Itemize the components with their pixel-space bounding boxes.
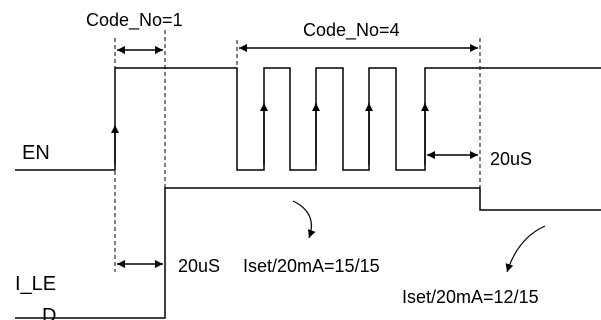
- en-rising-edge-arrows: [111, 103, 429, 165]
- iset-a-label: Iset/20mA=15/15: [243, 256, 380, 276]
- en-signal-label: EN: [22, 142, 50, 164]
- time-20us-a-label: 20uS: [178, 256, 220, 276]
- iled-signal-label-line2: D: [42, 305, 56, 320]
- dashed-guides: [114, 30, 481, 272]
- time-20us-b-label: 20uS: [490, 149, 532, 169]
- code-no-4-label: Code_No=4: [303, 20, 400, 41]
- code-no-1-label: Code_No=1: [86, 10, 183, 31]
- iset-b-label: Iset/20mA=12/15: [402, 287, 539, 307]
- iled-waveform: [15, 187, 601, 319]
- iset-a-pointer: [292, 200, 316, 239]
- iset-b-pointer: [505, 225, 546, 273]
- iled-signal-label-line1: I_LE: [15, 273, 56, 295]
